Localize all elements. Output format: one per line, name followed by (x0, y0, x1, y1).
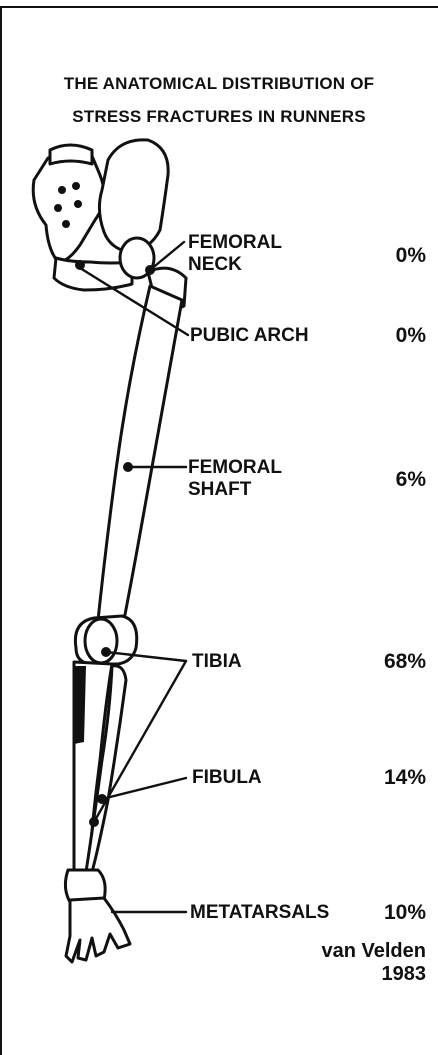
fibula-dot (97, 794, 107, 804)
metatarsals-percent: 10% (384, 902, 426, 924)
credit-author: van Velden (322, 940, 427, 962)
credit-year: 1983 (382, 963, 427, 985)
ilium (99, 140, 168, 252)
femoral-neck-label-line1: FEMORAL (188, 232, 282, 254)
tibia-dot-upper (101, 647, 111, 657)
femoral-neck-label-line2: NECK (188, 254, 282, 276)
femoral-shaft-label-line1: FEMORAL (188, 457, 282, 479)
femoral-neck-label: FEMORAL NECK (188, 232, 282, 276)
fibula-pointer (102, 778, 186, 799)
femoral-shaft-percent: 6% (396, 469, 426, 491)
femoral-shaft-label-line2: SHAFT (188, 479, 282, 501)
sacrum (33, 153, 104, 262)
fibula-label: FIBULA (192, 767, 262, 789)
fibula-percent: 14% (384, 767, 426, 789)
pubic-arch-label: PUBIC ARCH (190, 325, 309, 347)
femoral-neck-dot (145, 265, 155, 275)
femur-shaft (96, 286, 182, 640)
femoral-shaft-dot (123, 462, 133, 472)
patella (85, 619, 117, 663)
tibia-percent: 68% (384, 651, 426, 673)
tibia-dot-lower (89, 817, 99, 827)
foot-metatarsals (66, 898, 130, 962)
pubic-arch-percent: 0% (396, 325, 426, 347)
sacrum-top (50, 145, 92, 164)
tibia-label: TIBIA (192, 651, 242, 673)
tibia-shading (74, 666, 86, 744)
femoral-neck-percent: 0% (396, 245, 426, 267)
metatarsals-label: METATARSALS (190, 902, 329, 924)
femoral-shaft-label: FEMORAL SHAFT (188, 457, 282, 501)
pubic-arch-dot (75, 260, 85, 270)
